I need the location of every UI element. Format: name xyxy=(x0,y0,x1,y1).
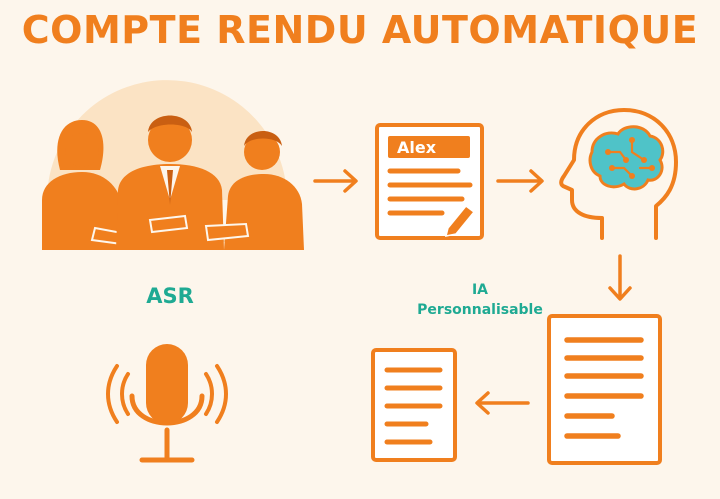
arrow-meeting-to-transcript xyxy=(313,169,358,193)
pencil-icon xyxy=(444,204,476,237)
arrow-brain-to-report xyxy=(608,254,632,301)
transcript-document-icon: Alex xyxy=(375,123,484,240)
ia-label-line1: IA xyxy=(471,282,489,298)
arrow-transcript-to-brain xyxy=(496,169,544,193)
people-meeting-icon xyxy=(42,80,304,250)
microphone-icon xyxy=(106,344,228,463)
asr-label: ASR xyxy=(146,284,194,308)
ia-label: IA Personnalisable xyxy=(400,280,560,320)
summary-document-icon xyxy=(371,348,457,462)
sound-waves-icon xyxy=(106,364,228,424)
page-title: COMPTE RENDU AUTOMATIQUE xyxy=(21,8,699,52)
ia-label-line2: Personnalisable xyxy=(417,302,543,318)
report-document-icon xyxy=(547,314,662,465)
speaker-name-label: Alex xyxy=(397,138,437,157)
arrow-report-to-summary xyxy=(475,391,530,415)
ai-brain-head-icon xyxy=(559,108,678,240)
